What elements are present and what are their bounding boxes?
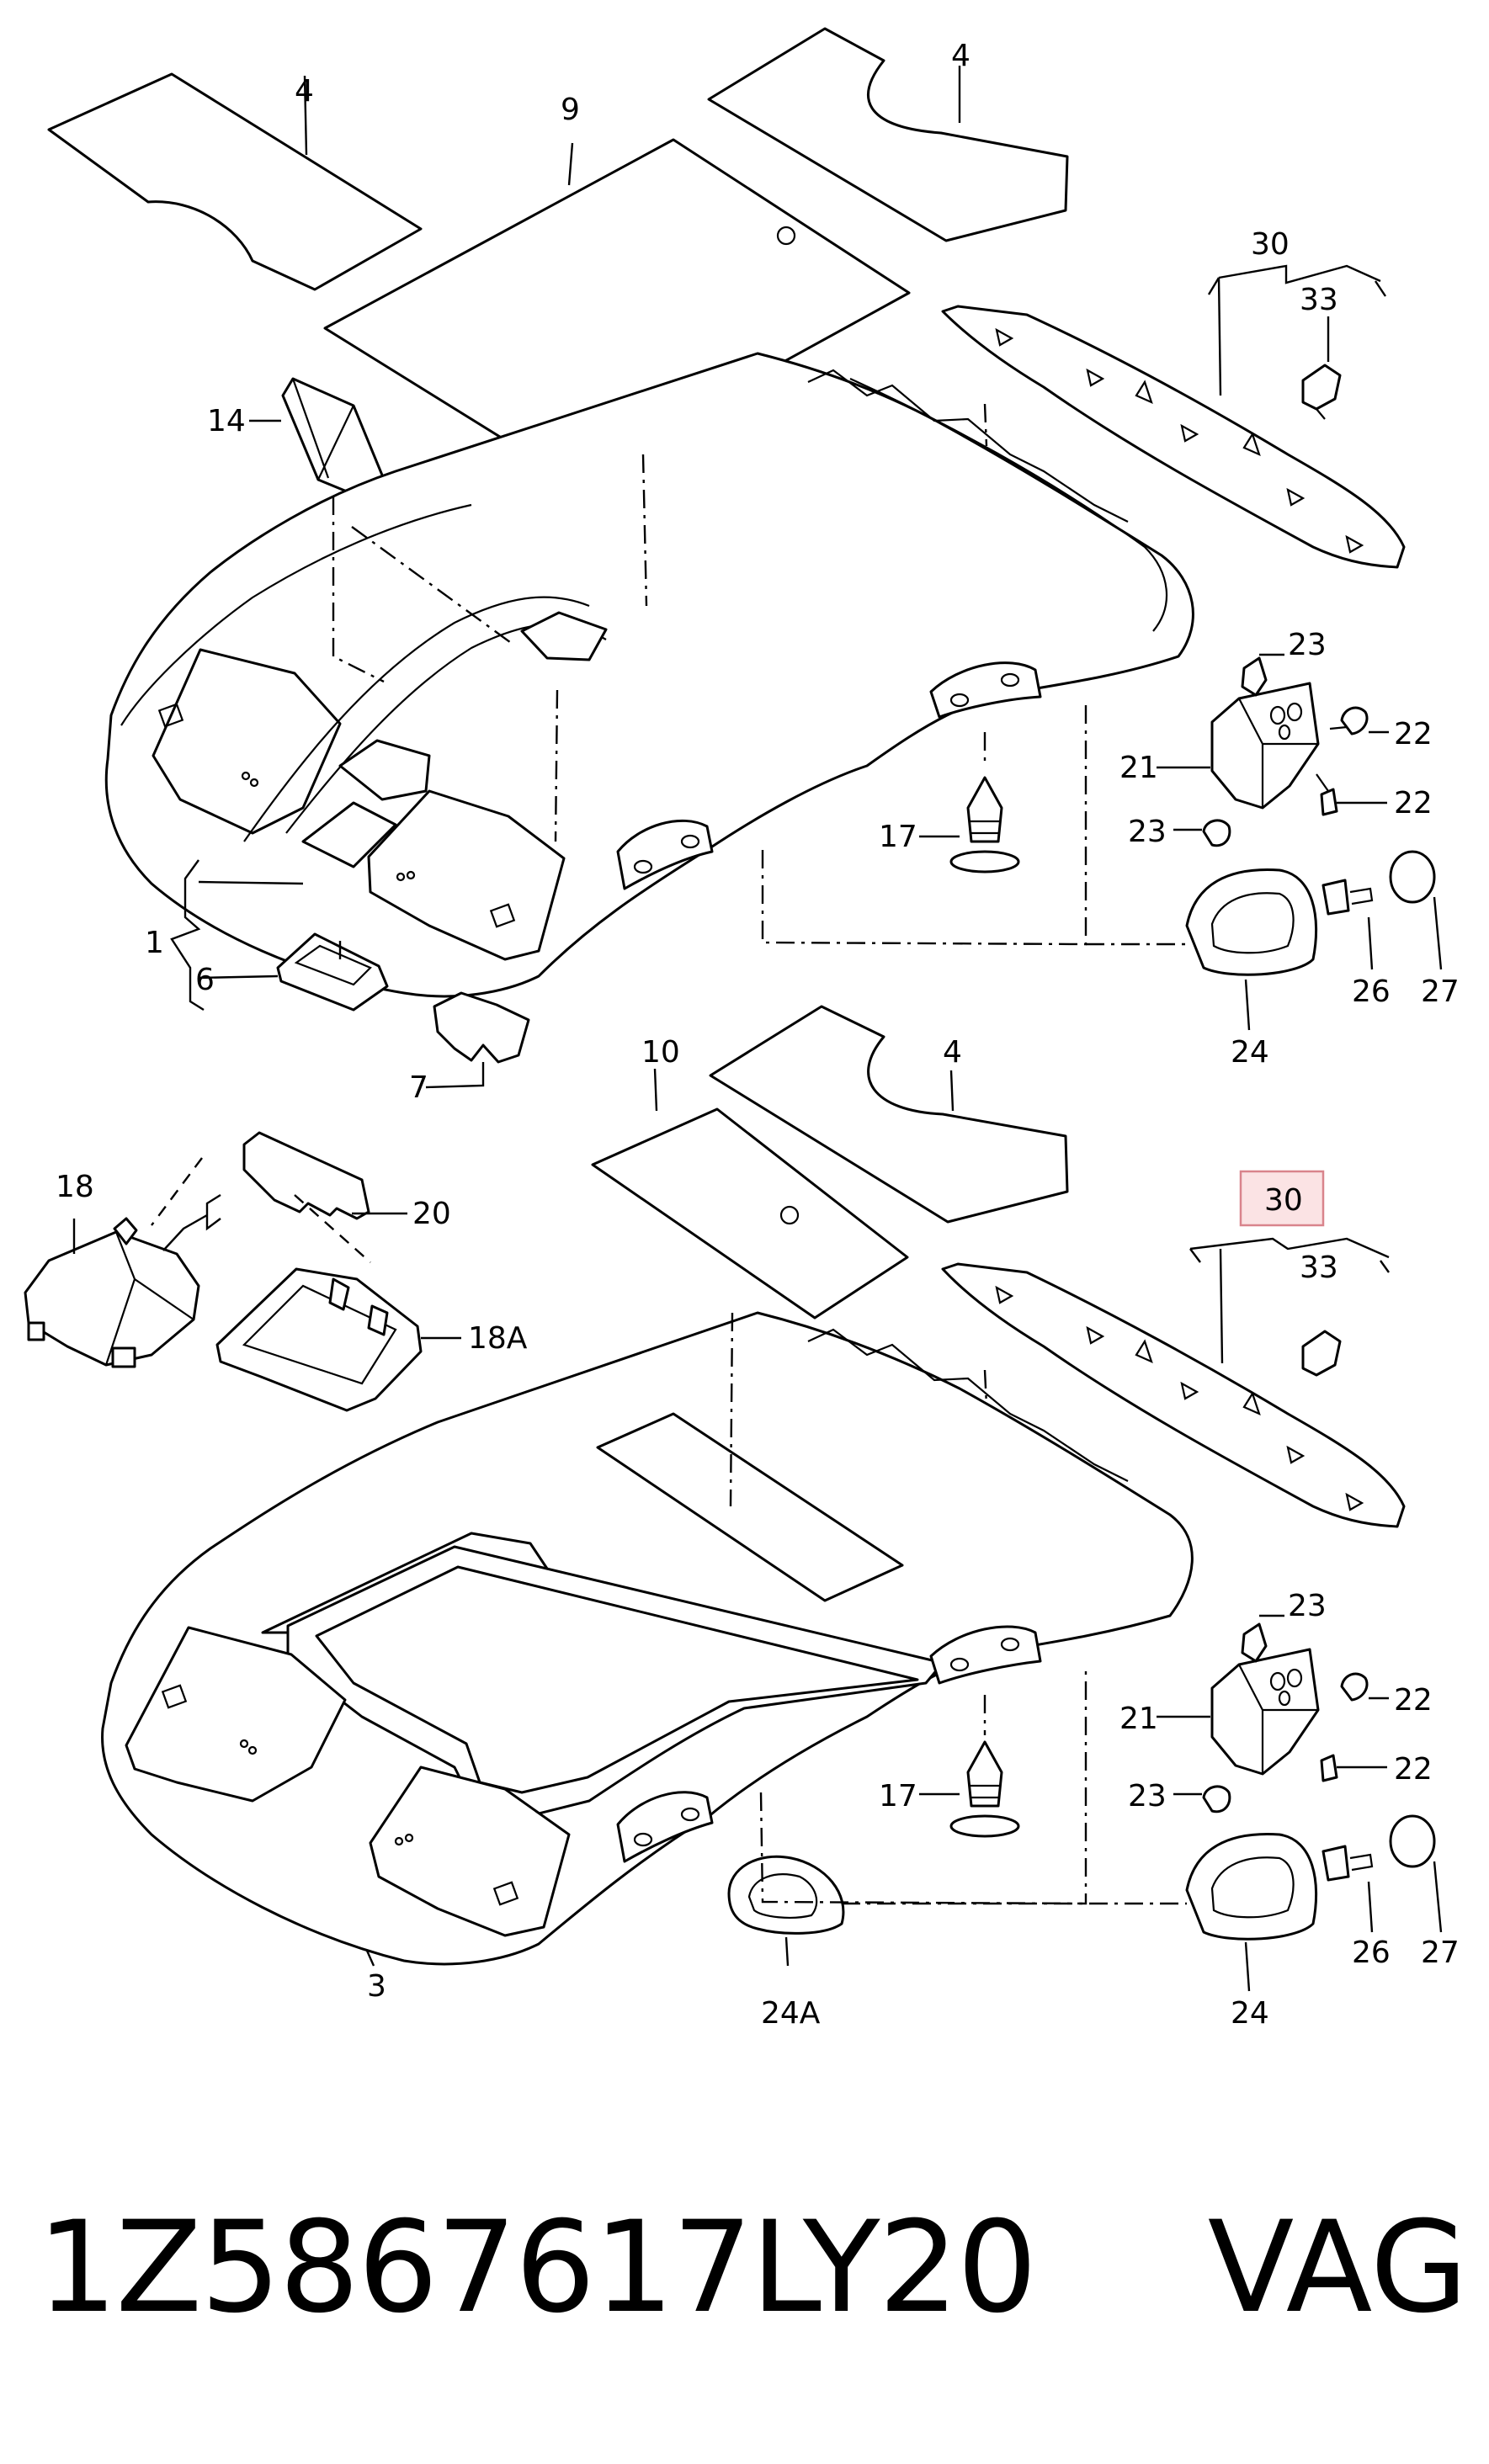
part-4-insulation-right	[707, 27, 1069, 242]
part-10-sheet	[591, 1107, 909, 1320]
callout-26: 26	[1352, 1936, 1391, 1970]
callout-6: 6	[195, 963, 215, 997]
part-30-grab-rail-lower	[941, 1262, 1406, 1528]
callout-4: 4	[951, 39, 971, 73]
callout-23: 23	[1288, 628, 1327, 662]
brand-label: VAG	[1207, 2195, 1468, 2341]
part-6-interior-light	[276, 932, 389, 1012]
callout-22: 22	[1394, 786, 1433, 820]
part-22-screw-upper	[1340, 706, 1369, 735]
callout-9: 9	[561, 93, 580, 127]
bottom-assembly	[24, 1005, 1443, 1992]
callout-21: 21	[1119, 1702, 1158, 1736]
footer: 1Z5867617LY20 VAG	[37, 2196, 1468, 2339]
highlight-30-box	[1239, 1170, 1325, 1227]
callout-33: 33	[1300, 283, 1338, 317]
callout-14: 14	[207, 404, 246, 438]
part-21-bracket-lower	[1210, 1648, 1320, 1776]
part-18a-frame	[215, 1267, 423, 1412]
part-7-bracket	[433, 991, 530, 1064]
callout-1: 1	[145, 926, 164, 960]
callout-22: 22	[1394, 1752, 1433, 1787]
callout-4: 4	[943, 1035, 962, 1070]
callout-24a: 24A	[761, 1996, 821, 2031]
part-30-grab-rail	[941, 305, 1406, 569]
part-24-mount	[1185, 868, 1318, 976]
part-17-push-rivet	[966, 776, 1003, 843]
callout-3: 3	[367, 1969, 386, 2004]
part-33-clip	[1301, 364, 1342, 411]
callout-27: 27	[1421, 1936, 1460, 1970]
part-20-trim	[242, 1131, 370, 1220]
part-21-bracket	[1210, 682, 1320, 810]
callout-26: 26	[1352, 974, 1391, 1009]
part-4-insulation-lower	[709, 1005, 1069, 1224]
part-9-sheet	[323, 138, 911, 481]
callout-33: 33	[1300, 1251, 1338, 1285]
callout-4: 4	[295, 74, 314, 109]
callout-22: 22	[1394, 717, 1433, 751]
callout-10: 10	[641, 1035, 680, 1070]
part-23-clip-lower	[1202, 819, 1231, 847]
callout-20: 20	[412, 1197, 451, 1231]
top-assembly	[47, 27, 1443, 1089]
callout-21: 21	[1119, 751, 1158, 785]
part-26-screw	[1321, 879, 1350, 916]
callout-22: 22	[1394, 1683, 1433, 1718]
callout-18: 18	[56, 1170, 94, 1204]
callout-30: 30	[1251, 227, 1290, 262]
callout-18a: 18A	[468, 1321, 528, 1356]
part-number: 1Z5867617LY20	[37, 2195, 1037, 2341]
callout-labels: 4 4 9 30 33 14 23 22 21 22 17 23 1 6 26 …	[56, 39, 1460, 2031]
callout-24: 24	[1231, 1996, 1269, 2031]
callout-30: 30	[1264, 1183, 1303, 1218]
callout-27: 27	[1421, 974, 1460, 1009]
part-33-clip-lower	[1301, 1330, 1342, 1377]
part-27-cap	[1389, 850, 1436, 904]
callout-7: 7	[409, 1070, 428, 1105]
callout-24: 24	[1231, 1035, 1269, 1070]
callout-23: 23	[1128, 1779, 1167, 1813]
part-4-insulation-left	[47, 72, 423, 291]
callout-23: 23	[1288, 1589, 1327, 1623]
part-22-screw-lower	[1320, 788, 1338, 816]
callout-17: 17	[879, 820, 917, 854]
part-23-clip-upper	[1241, 656, 1268, 697]
callout-23: 23	[1128, 815, 1167, 849]
part-24a-mount	[727, 1855, 845, 1935]
callout-17: 17	[879, 1779, 917, 1813]
